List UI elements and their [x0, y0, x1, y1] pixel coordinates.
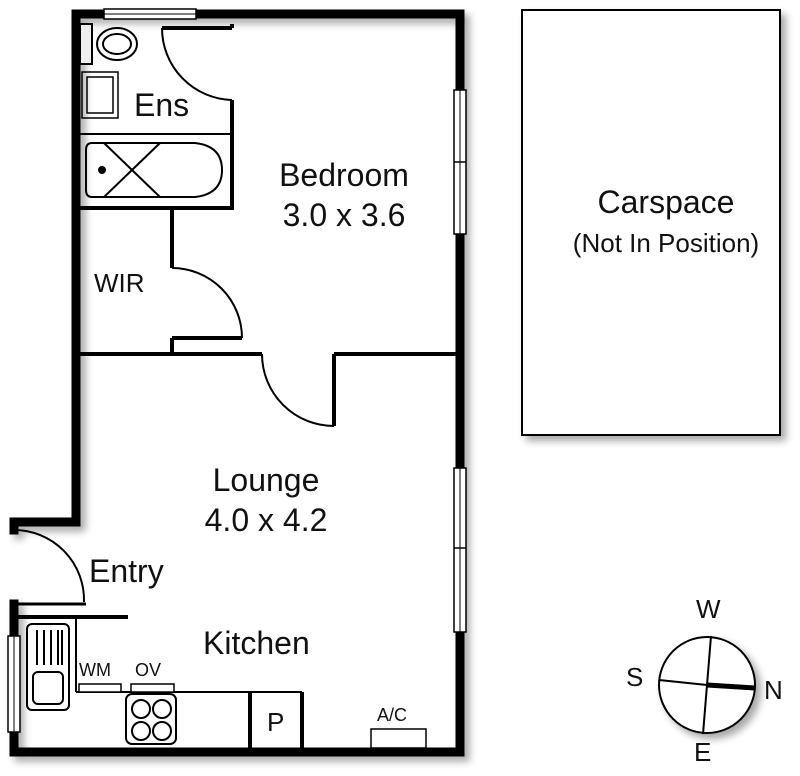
carspace-note: (Not In Position)	[572, 228, 760, 258]
room-label-kitchen: Kitchen	[203, 625, 310, 661]
window-bedroom	[453, 89, 467, 235]
vanity-icon	[81, 71, 119, 119]
window-ensuite	[103, 8, 197, 20]
fixture-label-pantry: P	[267, 707, 285, 737]
door-wir	[171, 267, 243, 339]
cooktop-icon	[125, 693, 177, 745]
compass-label-e: E	[694, 737, 712, 767]
room-label-entry: Entry	[89, 553, 164, 589]
washing-machine-outline	[78, 683, 122, 693]
oven-outline	[130, 683, 175, 693]
room-label-lounge: Lounge	[212, 462, 320, 498]
room-dimensions-lounge: 4.0 x 4.2	[204, 502, 328, 538]
room-label-ensuite: Ens	[134, 87, 190, 123]
door-ensuite	[161, 27, 233, 101]
fixture-label-ac: A/C	[377, 705, 408, 725]
compass-label-s: S	[626, 662, 644, 692]
toilet-icon	[79, 23, 138, 65]
carspace-outline	[521, 9, 781, 436]
door-entry	[13, 529, 86, 603]
window-lounge	[453, 467, 467, 633]
kitchen-sink-icon	[26, 623, 70, 711]
doors	[13, 26, 335, 603]
door-bedroom	[261, 353, 335, 427]
carspace-title: Carspace	[597, 184, 735, 220]
window-kitchen	[7, 635, 21, 733]
fixture-label-ov: OV	[135, 660, 162, 680]
compass-label-w: W	[696, 594, 721, 624]
compass-lines	[658, 635, 756, 735]
fixture-label-wm: WM	[79, 660, 111, 680]
room-label-wir: WIR	[94, 268, 145, 298]
bath-icon	[85, 142, 224, 198]
compass-label-n: N	[764, 675, 783, 705]
room-label-bedroom: Bedroom	[279, 157, 409, 193]
compass-north-needle	[706, 682, 756, 691]
ac-unit-outline	[370, 728, 427, 749]
room-dimensions-bedroom: 3.0 x 3.6	[282, 197, 406, 233]
